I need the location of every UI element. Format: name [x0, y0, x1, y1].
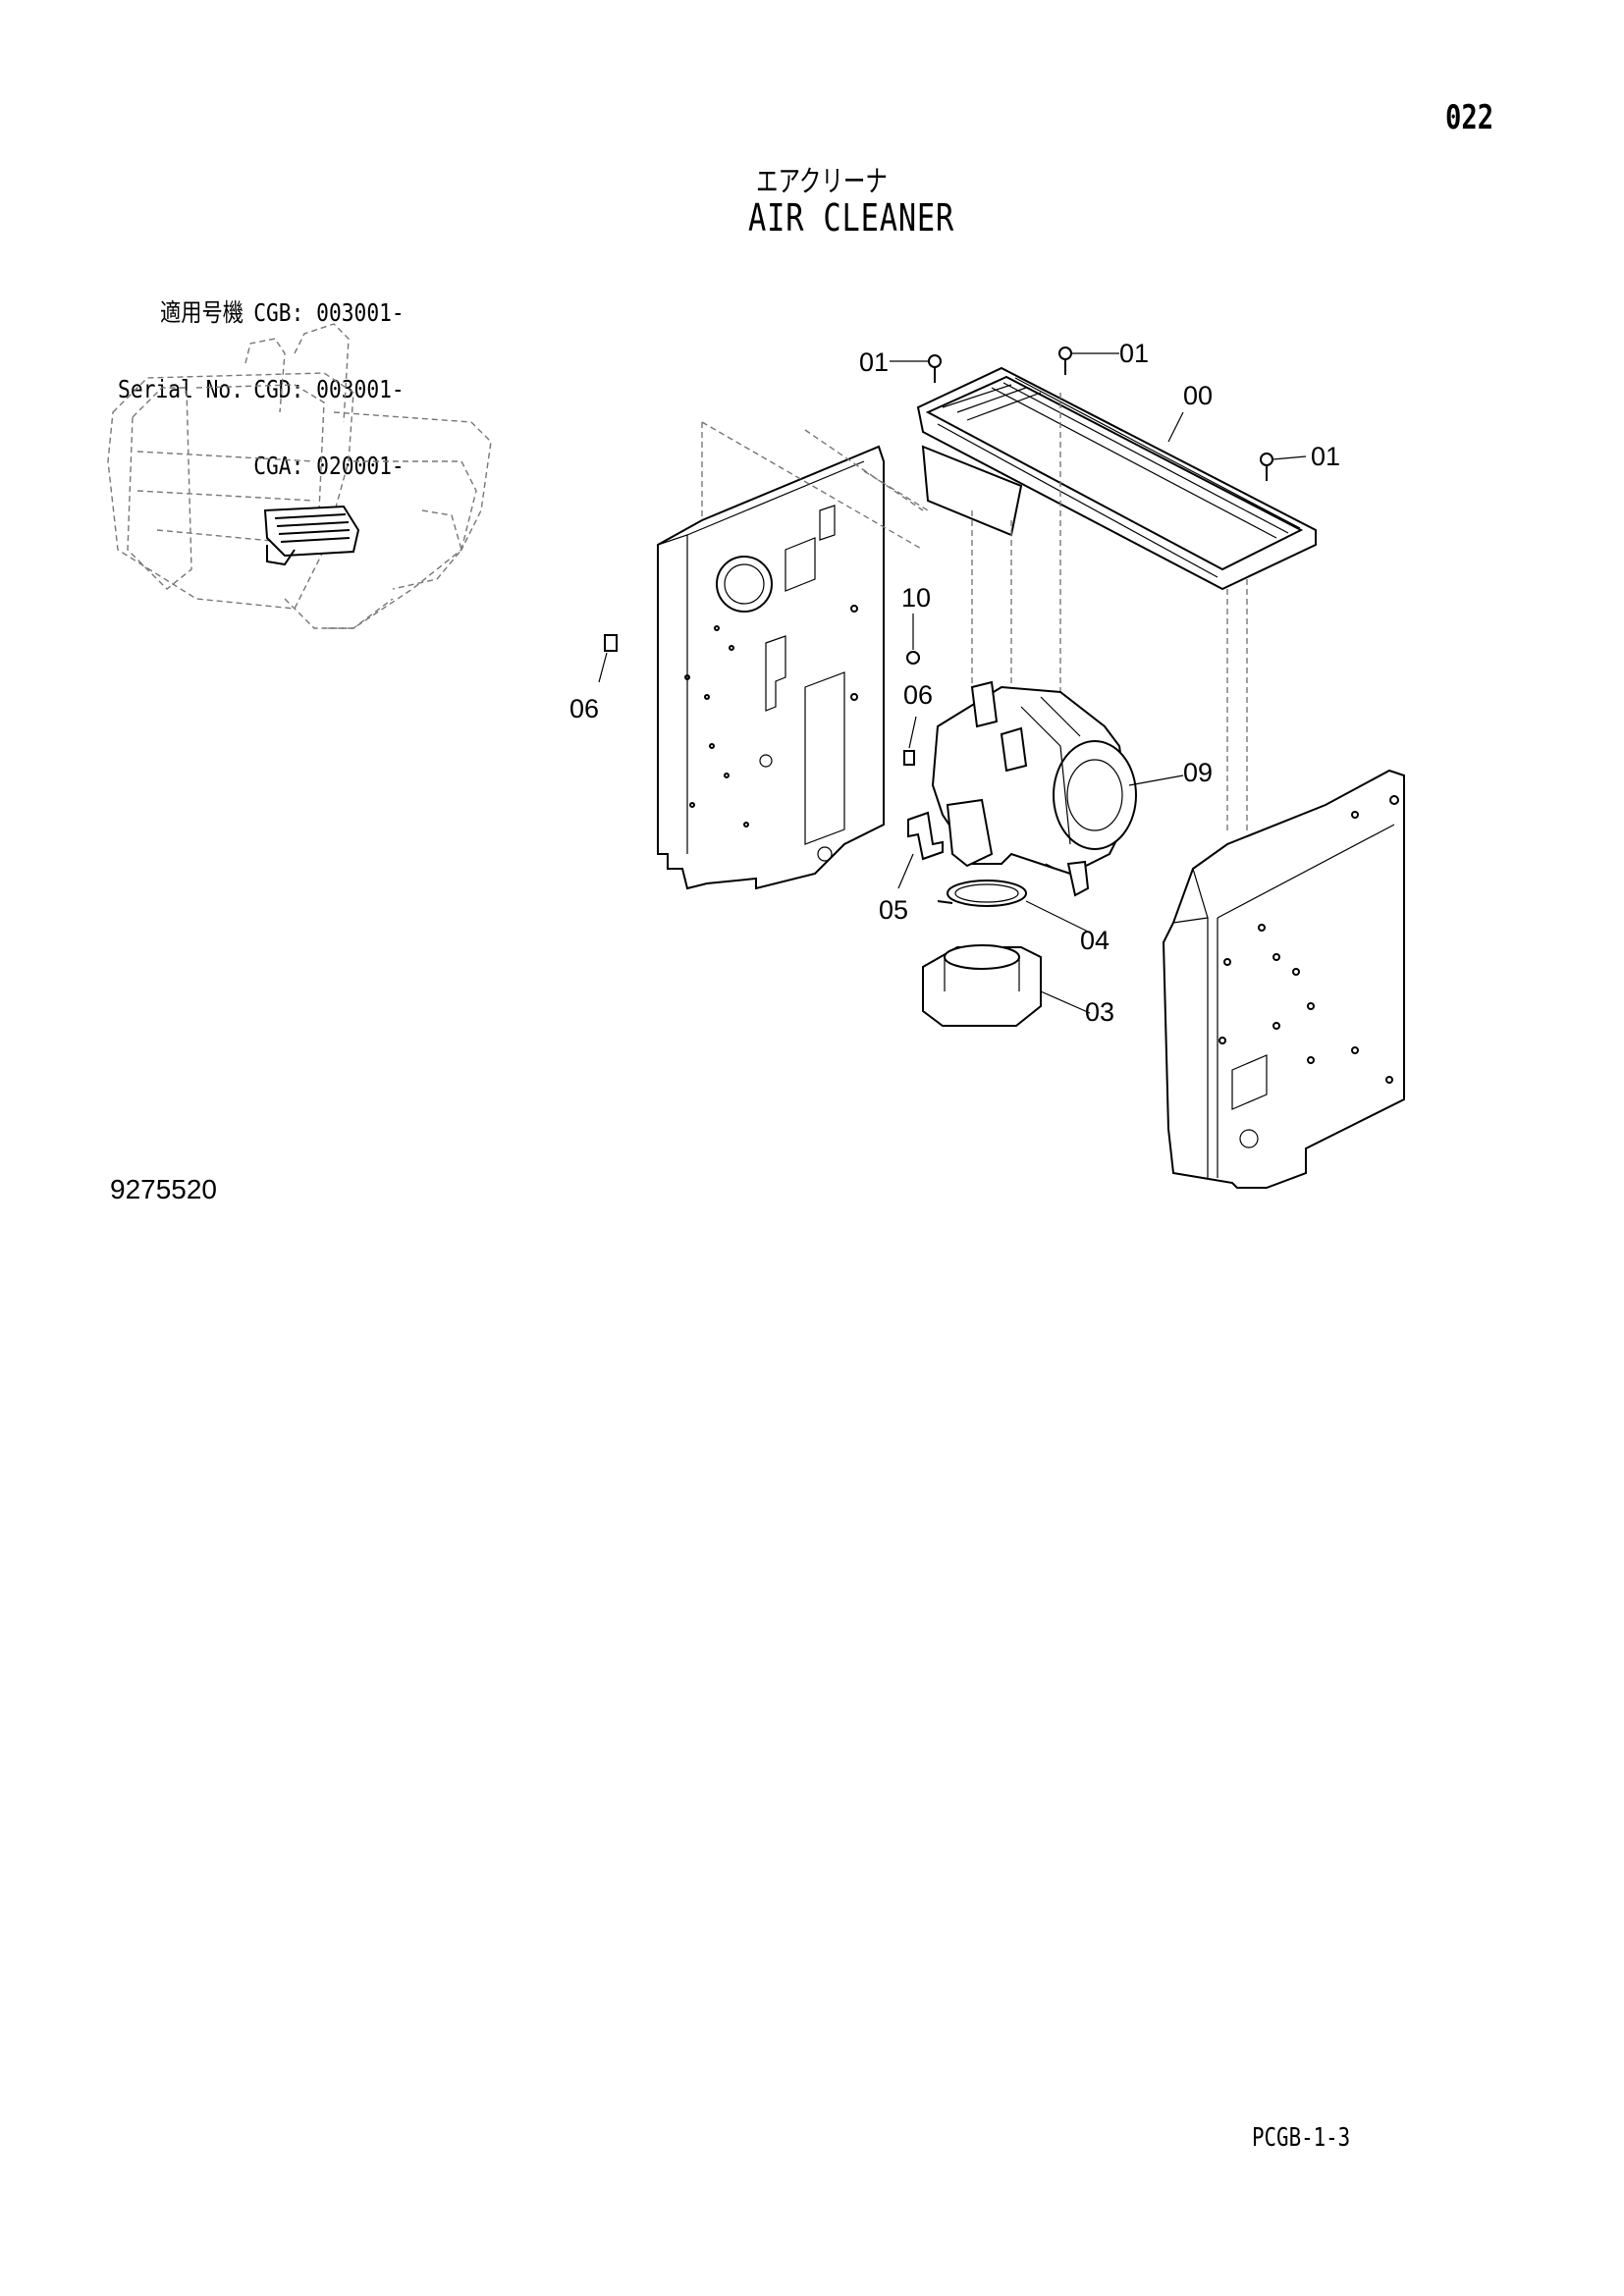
page-title: AIR CLEANER: [748, 196, 955, 240]
serial-row: Serial No. CGD: 003001-: [110, 377, 405, 402]
serial-row: CGA: 020001-: [110, 454, 405, 479]
callout-01: 01: [1119, 339, 1150, 368]
callout-06: 06: [903, 680, 934, 710]
serial-range-block: 適用号機 CGB: 003001- Serial No. CGD: 003001…: [110, 249, 405, 505]
page-title-japanese: エアクリーナ: [756, 165, 888, 199]
callout-10: 10: [901, 583, 932, 613]
callout-03: 03: [1085, 997, 1115, 1027]
machine-location-thumbnail: [107, 323, 492, 629]
callout-05: 05: [879, 895, 909, 925]
leader-line: [1128, 774, 1184, 786]
bolt-icon: [890, 347, 1307, 481]
drawing-number: 9275520: [110, 1174, 218, 1204]
air-cleaner-body: [931, 680, 1137, 897]
callout-01: 01: [1311, 442, 1341, 471]
serial-value: CGA: 020001-: [253, 452, 405, 480]
callout-01: 01: [859, 347, 890, 377]
page-number: 022: [1445, 98, 1494, 137]
bracket-part: [897, 811, 944, 889]
left-side-panel: [657, 421, 929, 890]
duct-part: [922, 944, 1091, 1027]
serial-value: CGD: 003001-: [253, 375, 405, 403]
right-side-panel: [1162, 769, 1405, 1189]
callout-09: 09: [1183, 758, 1214, 787]
serial-row: 適用号機 CGB: 003001-: [110, 300, 405, 326]
serial-label: Serial No.: [118, 375, 244, 403]
nut-icon: [906, 614, 920, 665]
clamp-part: [937, 880, 1091, 934]
callout-04: 04: [1080, 926, 1110, 955]
leader-line: [1167, 411, 1184, 443]
callout-00: 00: [1183, 381, 1214, 410]
serial-label: 適用号機: [159, 298, 244, 327]
callout-06: 06: [569, 694, 600, 723]
bolt-icon: [903, 716, 917, 766]
bolt-icon: [598, 634, 618, 683]
page-code: PCGB-1-3: [1252, 2123, 1351, 2153]
serial-value: CGB: 003001-: [253, 298, 405, 327]
air-cleaner-top-cover: [916, 366, 1317, 834]
